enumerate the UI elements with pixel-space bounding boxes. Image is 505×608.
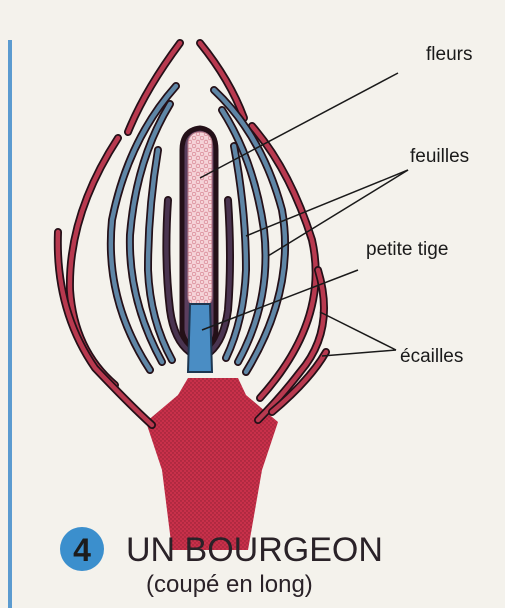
label-scales: écailles	[400, 346, 463, 367]
bud-base	[146, 378, 278, 550]
caption-title: UN BOURGEON	[126, 531, 383, 569]
label-leaves: feuilles	[410, 146, 469, 167]
figure-number: 4	[73, 532, 91, 568]
label-flowers: fleurs	[426, 44, 472, 65]
pointer-scales-1	[320, 312, 396, 350]
page-border	[8, 40, 12, 608]
flower-mass	[188, 132, 212, 308]
label-stem: petite tige	[366, 239, 448, 260]
little-stem	[188, 304, 212, 372]
pointer-scales-2	[322, 350, 396, 356]
caption-subtitle: (coupé en long)	[146, 571, 313, 598]
